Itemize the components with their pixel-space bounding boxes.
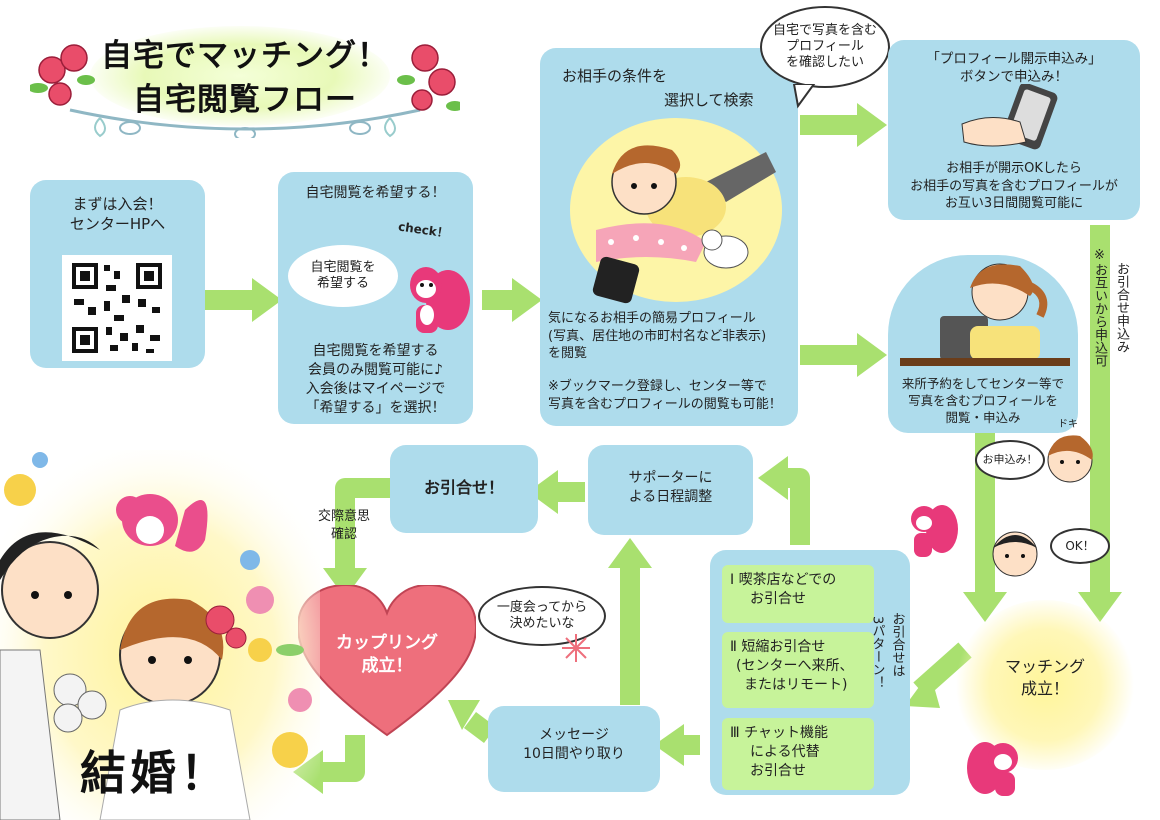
search-desc-1-line-2: (写真、居住地の市町村名など非表示) [548, 328, 767, 344]
search-desc-2-line-1: ※ブックマーク登録し、センター等で [548, 379, 767, 394]
method-2-line-3: またはリモート) [744, 676, 848, 693]
step-schedule: サポーターに よる日程調整 [588, 445, 753, 535]
search-desc-1-line-3: を閲覧 [548, 346, 588, 362]
matching-line-1: マッチング [1004, 657, 1085, 676]
method-3-line-1: Ⅲ チャット機能 [730, 725, 828, 741]
matching-glow [955, 600, 1135, 770]
girl-phone-illustration-icon [570, 118, 782, 304]
boy-face-icon [992, 531, 1038, 577]
method-3-line-2: による代替 [750, 743, 820, 760]
qr-code-icon [72, 263, 162, 353]
visit-desc-line-3: 閲覧・申込み [945, 409, 1021, 425]
doki-label: ドキ [1058, 419, 1078, 430]
disclose-desc-line-3: お互い3日間閲覧可能に [944, 196, 1084, 212]
method-2: Ⅱ 短縮お引合せ (センターへ来所、 またはリモート) [722, 632, 874, 708]
bubble-want-photo: 自宅で写真を含む プロフィール を確認したい [760, 6, 890, 88]
arrow-couple-marriage [320, 735, 365, 782]
methods-side-label-2: 3パターン！ [869, 616, 885, 690]
bubble-meet-first-line-2: 決めたいな [509, 616, 575, 631]
girl-face-icon [1047, 435, 1093, 483]
method-2-line-1: Ⅱ 短縮お引合せ [730, 639, 826, 655]
bubble-meet-first-line-1: 一度会ってから [496, 599, 588, 615]
method-2-line-2: (センターへ来所、 [736, 657, 854, 674]
visit-desc-line-1: 来所予約をしてセンター等で [901, 376, 1065, 391]
matching-line-2: 成立！ [1020, 678, 1069, 698]
schedule-line-2: よる日程調整 [628, 488, 713, 505]
methods-side-label-1: お引合せは [889, 612, 905, 677]
arrow-message-couple [464, 712, 496, 743]
bubble-tail-icon [792, 84, 816, 109]
couple-line-2: 成立！ [361, 655, 413, 676]
confirm-label: 交際意思 確認 [318, 508, 370, 543]
search-desc-2: ※ブックマーク登録し、センター等で 写真を含むプロフィールの閲覧も可能！ [548, 378, 782, 413]
matching-label: マッチング 成立！ [975, 656, 1115, 699]
join-line-1: まずは入会！ [72, 195, 163, 213]
step-inquiry: お引合せ！ [390, 445, 538, 533]
wedding-couple-illustration-icon [0, 450, 320, 820]
disclose-desc-line-1: お相手が開示OKしたら [946, 161, 1082, 176]
bubble-ok: OK！ [1050, 528, 1110, 564]
confirm-line-2: 確認 [331, 526, 358, 542]
apply-cloud: 自宅閲覧を 希望する [288, 245, 398, 307]
bubble-want-photo-line-2: プロフィール [786, 38, 864, 54]
apply-desc-line-1: 自宅閲覧を希望する [312, 343, 439, 359]
title-glow [90, 26, 390, 126]
disclose-desc: お相手が開示OKしたら お相手の写真を含むプロフィールが お互い3日間閲覧可能に [888, 160, 1140, 213]
bubble-meet-first: 一度会ってから 決めたいな [478, 586, 606, 646]
visit-desc-line-2: 写真を含むプロフィールを [908, 392, 1058, 408]
confirm-line-1: 交際意思 [318, 509, 371, 524]
search-desc-1: 気になるお相手の簡易プロフィール (写真、居住地の市町村名など非表示) を閲覧 [548, 310, 766, 363]
schedule-line-1: サポーターに [628, 470, 713, 486]
apply-heading: 自宅閲覧を希望する！ [305, 185, 446, 201]
title-banner: 自宅でマッチング！ 自宅閲覧フロー [30, 18, 460, 138]
bubble-want-photo-line-1: 自宅で写真を含む [772, 22, 877, 38]
apply-desc-line-2: 会員のみ閲覧可能に♪ [308, 361, 443, 378]
qr-code[interactable] [62, 255, 172, 361]
visit-desc: 来所予約をしてセンター等で 写真を含むプロフィールを 閲覧・申込み [888, 376, 1078, 427]
title-line-1: 自宅でマッチング！ [101, 38, 389, 74]
mutual-label-2: ※お互いから申込可 [1092, 248, 1107, 367]
apply-cloud-line-1: 自宅閲覧を [310, 259, 376, 275]
couple-line-1: カップリング [336, 633, 438, 653]
join-line-2: センターHPへ [69, 215, 166, 234]
squirrel-small-icon [911, 505, 958, 557]
apply-cloud-line-2: 希望する [316, 276, 369, 291]
mutual-label-1: お引合せ申込み [1114, 262, 1129, 353]
method-3: Ⅲ チャット機能 による代替 お引合せ [722, 718, 874, 790]
apply-desc-line-4: 「希望する」を選択！ [305, 399, 446, 416]
squirrel-mascot-icon [410, 267, 470, 333]
step-message: メッセージ 10日間やり取り [488, 706, 660, 792]
method-3-line-3: お引合せ [750, 762, 806, 779]
method-1-line-1: Ⅰ 喫茶店などでの [730, 572, 837, 588]
center-visit-illustration-icon [900, 263, 1070, 366]
bubble-apply-talk: お申込み！ [975, 440, 1045, 480]
search-desc-2-line-2: 写真を含むプロフィールの閲覧も可能！ [548, 396, 782, 412]
method-1: Ⅰ 喫茶店などでの お引合せ [722, 565, 874, 623]
apply-desc: 自宅閲覧を希望する 会員のみ閲覧可能に♪ 入会後はマイページで 「希望する」を選… [278, 342, 473, 418]
disclose-heading-2: ボタンで申込み！ [960, 69, 1068, 86]
hand-phone-icon [961, 84, 1058, 150]
disclose-desc-line-2: お相手の写真を含むプロフィールが [910, 178, 1118, 194]
title-line-2: 自宅閲覧フロー [133, 82, 357, 118]
apply-desc-line-3: 入会後はマイページで [305, 380, 446, 397]
arrow-methods-schedule [785, 468, 810, 545]
message-line-2: 10日間やり取り [523, 745, 625, 762]
method-1-line-2: お引合せ [750, 590, 806, 607]
search-heading-1: お相手の条件を [562, 67, 668, 85]
sparkle-icon [562, 634, 590, 662]
rose-decoration-icon [30, 44, 460, 138]
search-desc-1-line-1: 気になるお相手の簡易プロフィール [548, 311, 756, 326]
disclose-heading-1: 「プロフィール開示申込み」 [926, 51, 1102, 67]
arrow-inquiry-couple [335, 478, 390, 570]
bubble-want-photo-line-3: を確認したい [785, 55, 864, 71]
message-line-1: メッセージ [539, 727, 609, 743]
squirrel-bottom-icon [967, 742, 1018, 796]
couple-label: カップリング 成立！ [298, 632, 476, 678]
marriage-label: 結婚！ [80, 746, 230, 800]
search-heading-2: 選択して検索 [664, 91, 754, 109]
